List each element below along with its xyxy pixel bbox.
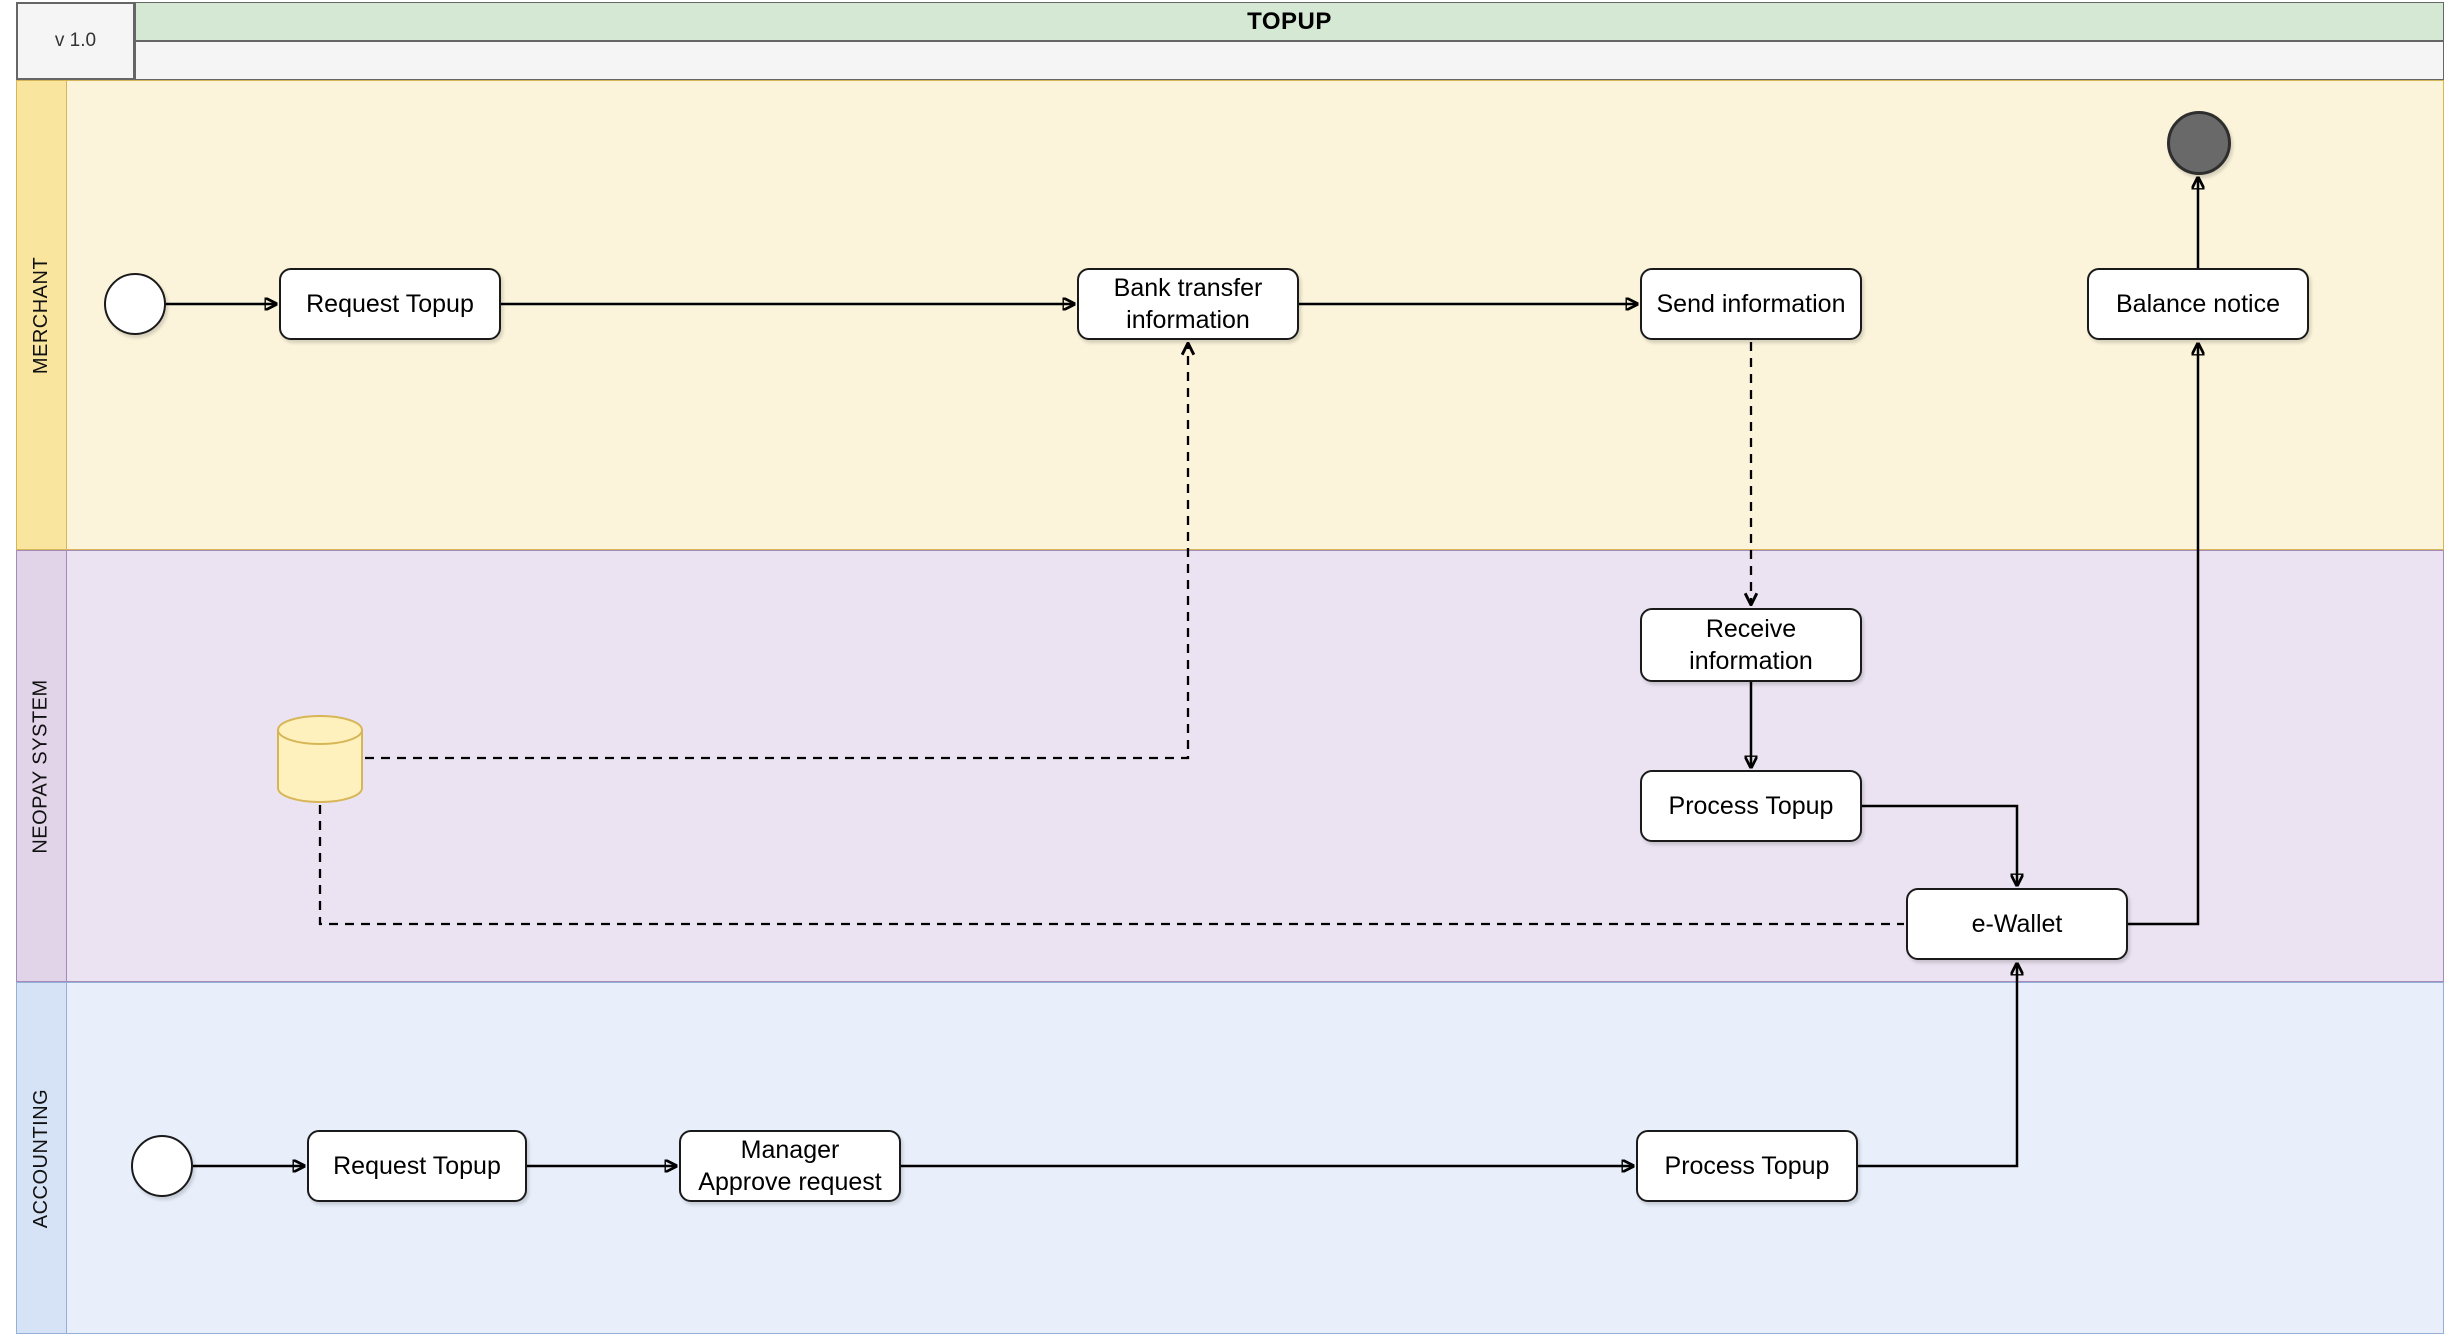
database-datastore[interactable] xyxy=(275,713,365,805)
task-request-topup-merchant[interactable]: Request Topup xyxy=(279,268,501,340)
task-request-topup-accounting[interactable]: Request Topup xyxy=(307,1130,527,1202)
task-label: Request Topup xyxy=(333,1151,501,1180)
lane-neopay-label-strip[interactable]: NEOPAY SYSTEM xyxy=(17,551,67,981)
lane-neopay-label: NEOPAY SYSTEM xyxy=(30,678,53,854)
lane-merchant-label: MERCHANT xyxy=(30,256,52,374)
task-label: Process Topup xyxy=(1668,791,1834,820)
start-event-accounting[interactable] xyxy=(131,1135,193,1197)
end-event-merchant[interactable] xyxy=(2167,111,2231,175)
task-receive-information[interactable]: Receive information xyxy=(1640,608,1862,682)
version-label: v 1.0 xyxy=(54,30,97,51)
version-cell[interactable]: v 1.0 xyxy=(16,2,135,80)
start-event-merchant[interactable] xyxy=(104,273,166,335)
lane-accounting-label-strip[interactable]: ACCOUNTING xyxy=(17,983,67,1333)
pool-subheader-row xyxy=(135,41,2444,80)
pool-title: TOPUP xyxy=(1247,7,1332,35)
task-label: Process Topup xyxy=(1664,1151,1830,1180)
task-process-topup-neopay[interactable]: Process Topup xyxy=(1640,770,1862,842)
task-label: Receive information xyxy=(1689,614,1813,676)
lane-accounting-label: ACCOUNTING xyxy=(30,1088,53,1228)
task-label: e-Wallet xyxy=(1971,909,2063,938)
database-icon xyxy=(277,715,363,803)
task-label: Send information xyxy=(1656,289,1846,318)
pool-title-bar[interactable]: TOPUP xyxy=(135,2,2444,41)
task-balance-notice[interactable]: Balance notice xyxy=(2087,268,2309,340)
task-label: Request Topup xyxy=(306,289,474,318)
task-process-topup-accounting[interactable]: Process Topup xyxy=(1636,1130,1858,1202)
task-label: Bank transfer information xyxy=(1113,273,1263,335)
lane-merchant-label-strip[interactable]: MERCHANT xyxy=(17,81,67,549)
task-label: Balance notice xyxy=(2115,289,2280,318)
task-bank-transfer-information[interactable]: Bank transfer information xyxy=(1077,268,1299,340)
task-e-wallet[interactable]: e-Wallet xyxy=(1906,888,2128,960)
task-send-information[interactable]: Send information xyxy=(1640,268,1862,340)
task-label: Manager Approve request xyxy=(698,1135,882,1197)
task-manager-approve-request[interactable]: Manager Approve request xyxy=(679,1130,901,1202)
